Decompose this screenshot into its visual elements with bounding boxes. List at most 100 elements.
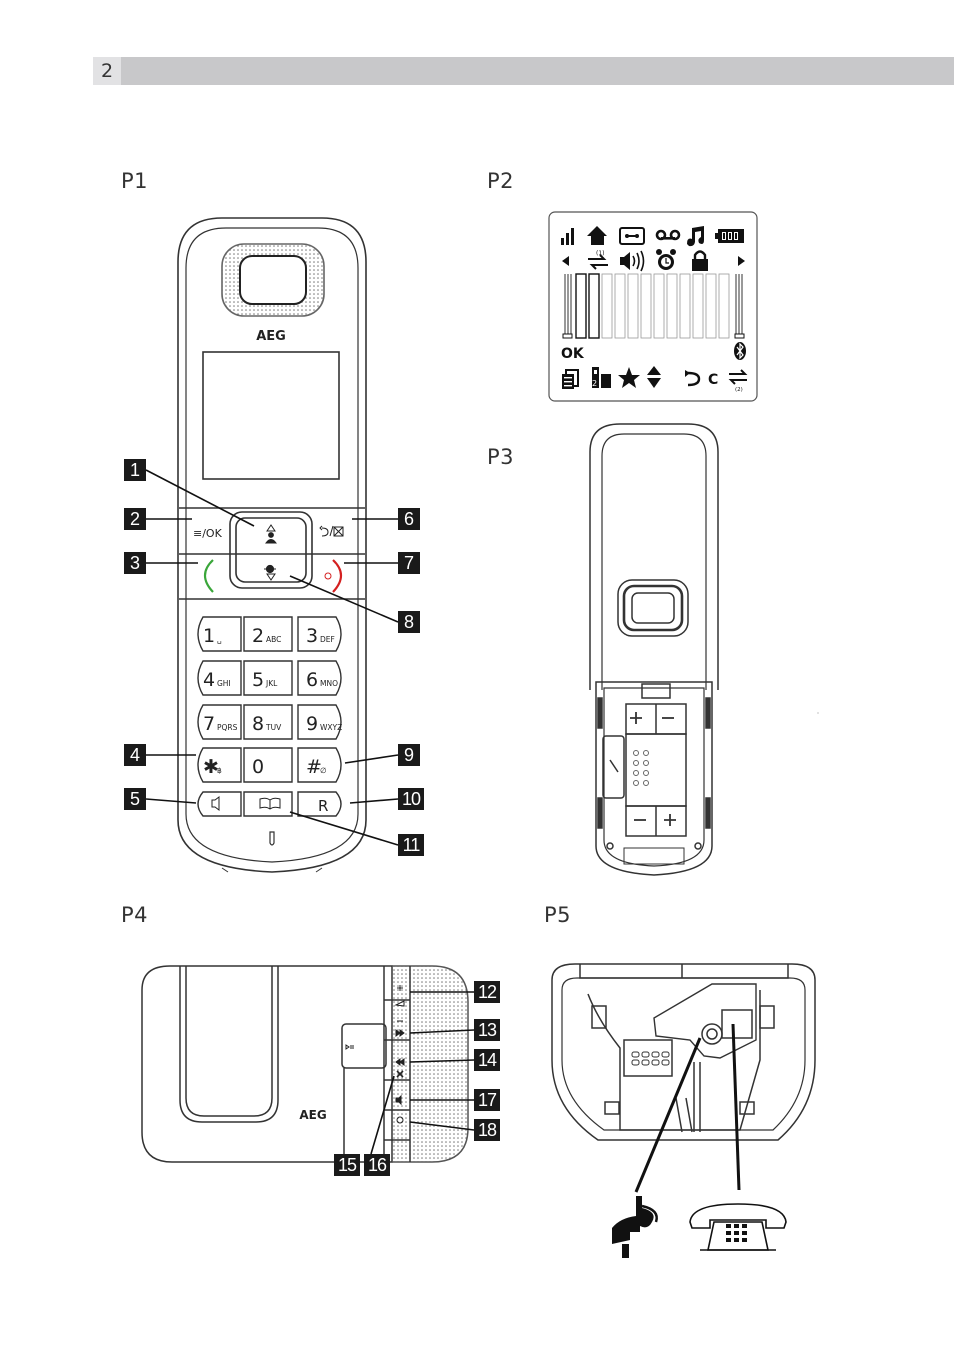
panel-label-p4: P4	[121, 903, 149, 927]
callout-15: 15	[334, 1154, 360, 1176]
volume-segment	[575, 273, 587, 339]
back-clear-glyph	[319, 525, 344, 537]
speaker-key	[197, 791, 242, 817]
base-button-icons	[345, 985, 405, 1124]
key-digit: 4	[203, 669, 215, 691]
key-letters: ∅	[320, 766, 327, 775]
skip-back-icon	[395, 1058, 405, 1066]
recall-label: R	[318, 797, 328, 815]
key-digit: 5	[252, 669, 264, 691]
volume-up-icon	[397, 985, 403, 991]
callout-14: 14	[474, 1049, 500, 1071]
phone-line-jack	[721, 1009, 753, 1039]
volume-segment	[666, 273, 678, 339]
key-digit: 2	[252, 625, 264, 647]
play-button	[341, 1023, 387, 1069]
key-digit: 9	[306, 713, 318, 735]
callout-5: 5	[124, 788, 146, 810]
brand-logo-base: AEG	[299, 1108, 326, 1122]
level-bar-left	[563, 274, 572, 338]
power-adapter-icon	[612, 1196, 658, 1258]
base-power-icon	[396, 1116, 404, 1124]
panel-label-p3: P3	[487, 445, 515, 469]
callout-6: 6	[398, 508, 420, 530]
talk-key-arc	[203, 559, 214, 593]
page-header-bar	[93, 57, 954, 85]
page-number: 2	[93, 57, 121, 85]
key-letters: DEF	[320, 635, 335, 644]
star-icon	[618, 367, 640, 388]
volume-segment	[718, 273, 730, 339]
nav-glyphs	[264, 524, 277, 581]
svg-text:2: 2	[592, 379, 597, 388]
volume-segment	[614, 273, 626, 339]
callout-13: 13	[474, 1019, 500, 1041]
key-digit: ✱	[203, 756, 219, 778]
key-digit: 8	[252, 713, 264, 735]
keypad-key-star: ✱฿	[197, 747, 242, 783]
key-letters: MNO	[320, 679, 338, 688]
key-letters: PQRS	[217, 723, 238, 732]
lock-icon	[692, 259, 708, 271]
earpiece	[221, 243, 325, 317]
menu-ok-label: ≡/OK	[193, 527, 223, 540]
volume-segment	[601, 273, 613, 339]
clear-indicator: C	[708, 372, 718, 388]
callout-2: 2	[124, 508, 146, 530]
skip-forward-icon	[395, 1029, 405, 1037]
handset-number-icon	[592, 367, 599, 388]
power-icon	[324, 572, 332, 580]
panel-label-p5: P5	[544, 903, 572, 927]
callout-lines-p1	[145, 469, 399, 846]
callout-8: 8	[398, 611, 420, 633]
arrow-right-icon	[738, 256, 745, 266]
arrow-left-icon	[562, 256, 569, 266]
callout-1: 1	[124, 459, 146, 481]
handset-cradle	[179, 966, 279, 1123]
volume-segment	[705, 273, 717, 339]
base-station-top	[141, 965, 469, 1163]
superscript-2: (2)	[735, 387, 743, 393]
callout-11: 11	[398, 834, 424, 856]
handset-back	[589, 423, 719, 876]
page-icon	[395, 1094, 402, 1106]
key-letters: TUV	[265, 723, 282, 732]
handset-front	[177, 217, 367, 873]
end-key-arc	[332, 559, 343, 593]
key-digit: 0	[252, 756, 264, 778]
callout-7: 7	[398, 552, 420, 574]
speaker-icon	[620, 252, 630, 270]
home-icon	[587, 226, 607, 245]
cable-lines-p5	[634, 1023, 741, 1193]
key-digit: 1	[203, 625, 215, 647]
base-station-bottom	[551, 963, 816, 1141]
telephone-icon	[689, 1203, 787, 1251]
battery-compartment	[602, 683, 687, 837]
key-digit: 6	[306, 669, 318, 691]
callout-9: 9	[398, 744, 420, 766]
keypad-key-1: 1␣	[197, 616, 242, 652]
key-digit: 3	[306, 625, 318, 647]
callout-17: 17	[474, 1089, 500, 1111]
phonebook-key	[243, 791, 293, 817]
callout-18: 18	[474, 1119, 500, 1141]
keypad-key-0: 0	[243, 747, 293, 783]
microphone-icon	[269, 831, 275, 846]
navigation-key	[229, 511, 313, 589]
ringtone-icon	[687, 226, 704, 247]
key-letters: ␣	[217, 635, 222, 644]
signal-icon	[571, 228, 574, 245]
callout-10: 10	[398, 788, 424, 810]
volume-segment	[653, 273, 665, 339]
panel-label-p1: P1	[121, 169, 149, 193]
key-letters: ABC	[266, 635, 281, 644]
panel-label-p2: P2	[487, 169, 515, 193]
transfer-icon	[588, 254, 607, 260]
